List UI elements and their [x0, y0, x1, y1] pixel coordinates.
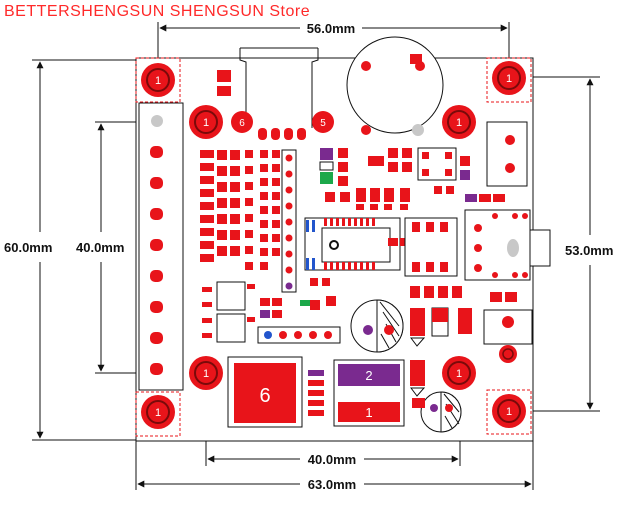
- right-components: [464, 121, 551, 363]
- corner-hole-bottom-left: 1: [135, 391, 181, 437]
- top-connector: 6 5: [217, 47, 334, 140]
- inner-hole-bottom-left: 1: [189, 356, 223, 390]
- dim-left-inner-height: 40.0mm: [76, 240, 124, 255]
- corner-hole-bottom-right: 1: [486, 389, 532, 435]
- electrolytic-cap-2: [420, 391, 462, 433]
- buzzer: [346, 36, 444, 136]
- electrolytic-cap-1: [350, 299, 404, 353]
- dim-right-height: 53.0mm: [565, 243, 613, 258]
- inner-hole-top-right: 1: [442, 105, 476, 139]
- pin-5-label: 5: [320, 118, 326, 129]
- store-watermark: BETTERSHENGSUN SHENGSUN Store: [4, 3, 311, 20]
- inner-hole-top-left: 1: [189, 105, 223, 139]
- dim-bottom-outer-width: 63.0mm: [308, 477, 356, 492]
- corner-hole-top-right: 1: [486, 57, 532, 103]
- svg-text:1: 1: [506, 406, 512, 418]
- corner-hole-top-left: 1: [135, 57, 181, 103]
- svg-text:1: 1: [203, 368, 209, 380]
- svg-text:1: 1: [456, 368, 462, 380]
- pin-6-label: 6: [239, 118, 245, 129]
- inductor-label: 6: [259, 385, 270, 407]
- left-pin-header: [138, 102, 184, 391]
- lower-left-parts: [202, 281, 341, 344]
- inner-hole-bottom-right: 1: [442, 356, 476, 390]
- dim-bottom-inner-width: 40.0mm: [308, 452, 356, 467]
- svg-text:1: 1: [506, 73, 512, 85]
- svg-text:1: 1: [155, 75, 161, 87]
- smd-bank-left: [200, 150, 280, 270]
- cap-label-bottom: 1: [365, 405, 372, 420]
- svg-text:1: 1: [155, 407, 161, 419]
- middle-small-parts: [319, 147, 470, 277]
- tantalum-capacitor: 2 1: [333, 359, 405, 427]
- dim-left-outer-height: 60.0mm: [4, 240, 52, 255]
- svg-text:1: 1: [203, 117, 209, 129]
- dim-top-width: 56.0mm: [307, 21, 355, 36]
- inductor: 6: [227, 356, 324, 428]
- header-strip-vertical: [281, 149, 297, 293]
- main-ic: [304, 217, 401, 286]
- cap-label-top: 2: [365, 368, 372, 383]
- lower-right-parts: [410, 286, 472, 408]
- svg-text:1: 1: [456, 117, 462, 129]
